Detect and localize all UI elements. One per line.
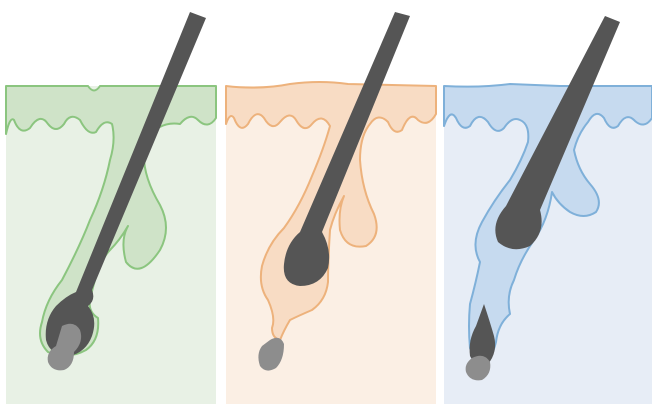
panel-blue	[444, 16, 652, 404]
panel-green	[6, 12, 216, 404]
panel-orange	[226, 12, 436, 404]
